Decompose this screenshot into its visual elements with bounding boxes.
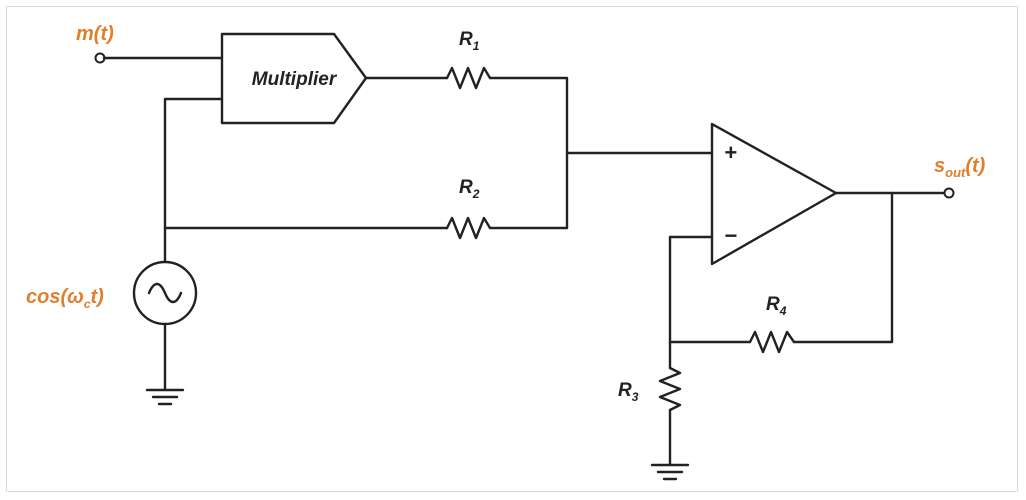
carrier-label: cos(ωct) <box>26 286 104 311</box>
resistor-r3 <box>658 366 682 412</box>
wire-carrier-to-multiplier <box>163 97 224 264</box>
multiplier-block <box>220 32 368 125</box>
input-label: m(t) <box>76 23 114 45</box>
diagram-frame <box>6 6 1018 492</box>
r2-label: R2 <box>459 177 480 201</box>
wire-r1-to-node <box>488 76 569 230</box>
resistor-r4 <box>748 330 796 354</box>
resistor-r1 <box>445 66 492 90</box>
ground-icon <box>650 463 690 481</box>
multiplier-label: Multiplier <box>252 69 338 90</box>
op-amp <box>710 122 838 266</box>
r1-label: R1 <box>459 29 480 53</box>
r4-label: R4 <box>766 294 787 318</box>
r3-label: R3 <box>618 380 639 404</box>
ground-icon <box>145 388 185 406</box>
resistor-r2 <box>445 216 492 240</box>
plus-input-sign: + <box>724 140 737 165</box>
wire-r4-to-output <box>792 191 894 344</box>
output-label: sout(t) <box>934 155 986 180</box>
output-terminal <box>943 187 955 199</box>
sine-wave-icon <box>147 282 183 304</box>
wire-minus-input <box>668 235 714 370</box>
minus-input-sign: − <box>724 223 737 248</box>
